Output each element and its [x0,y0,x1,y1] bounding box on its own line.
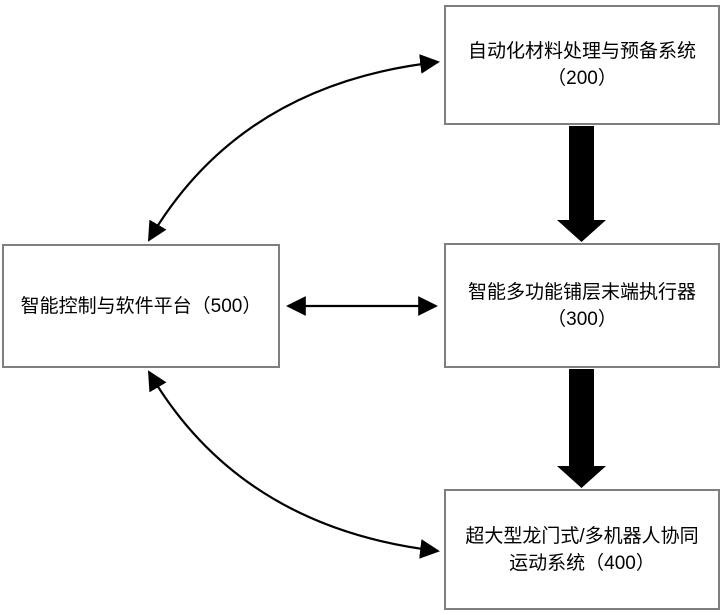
node-label-line: 自动化材料处理与预备系统 [467,41,696,62]
thick-arrow-200-300-icon [557,126,606,242]
node-label-line: 智能控制与软件平台（500） [20,295,262,317]
node-label-line: 超大型龙门式/多机器人协同 [465,525,699,547]
thick-arrow-300-400-icon [557,369,606,488]
curved-arrow-500-400-icon [148,370,440,559]
node-gantry-motion-system-400: 超大型龙门式/多机器人协同 运动系统（400） [444,489,720,610]
node-material-preparation-system-200: 自动化材料处理与预备系统 （200） [444,5,720,125]
node-label-line: 运动系统（400） [509,552,655,574]
node-label-line: （300） [547,308,617,330]
node-label-line: 智能多功能铺层末端执行器 [467,281,696,303]
node-layup-end-effector-300: 智能多功能铺层末端执行器 （300） [444,243,720,368]
node-control-software-platform-500: 智能控制与软件平台（500） [2,244,280,368]
node-label-line: （200） [547,68,617,89]
curved-arrow-500-200-icon [148,54,440,242]
